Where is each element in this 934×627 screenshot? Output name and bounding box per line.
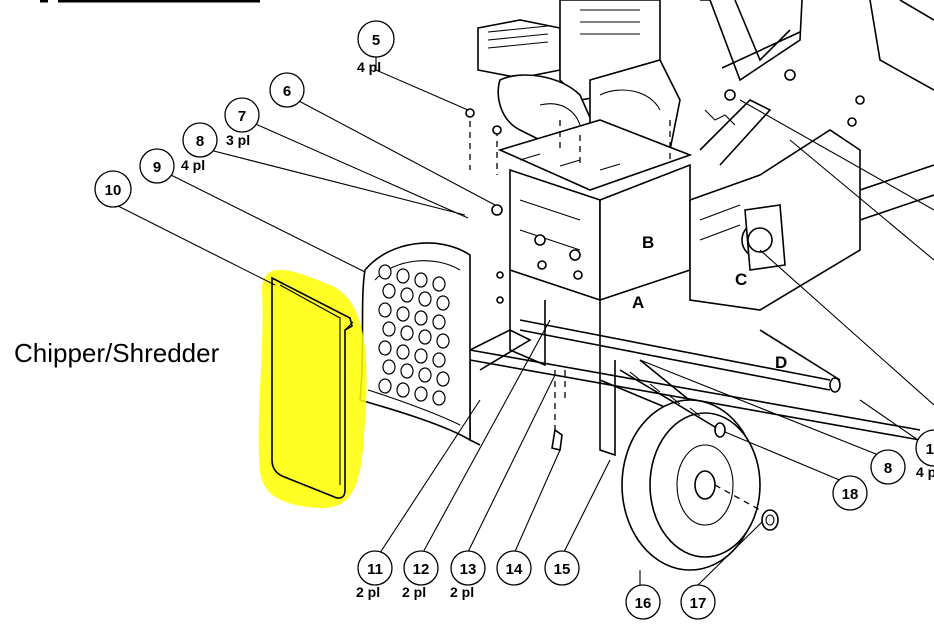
- svg-text:12: 12: [413, 561, 430, 578]
- screen-hole: [396, 306, 410, 322]
- callout-8-left: 8: [182, 122, 218, 158]
- screen-hole: [414, 272, 428, 288]
- screen-hole: [400, 325, 414, 341]
- svg-text:8: 8: [884, 460, 892, 477]
- callout-5-qty: 4 pl: [357, 59, 381, 75]
- screen-hole: [378, 340, 392, 356]
- callout-7-qty: 3 pl: [226, 132, 250, 148]
- callout-19-qty: 4 pl: [916, 464, 934, 480]
- callout-17: 17: [680, 584, 716, 620]
- screen-hole: [432, 352, 446, 368]
- screen-hole: [378, 378, 392, 394]
- callout-19: 19: [915, 429, 934, 467]
- screen-hole: [378, 264, 392, 280]
- svg-text:16: 16: [635, 595, 652, 612]
- callout-12-qty: 2 pl: [402, 584, 426, 600]
- callout-13: 13: [450, 550, 486, 586]
- svg-text:10: 10: [105, 182, 122, 199]
- letter-d: D: [775, 353, 787, 372]
- screen-hole: [382, 283, 396, 299]
- leader-lines-right: [739, 99, 934, 406]
- callout-9: 9: [139, 148, 175, 184]
- screen-grate: [359, 242, 471, 442]
- engine-mount-plate: [465, 108, 693, 191]
- callout-12: 12: [403, 550, 439, 586]
- frame-housing: [491, 163, 691, 457]
- screen-hole: [396, 344, 410, 360]
- svg-text:19: 19: [926, 441, 934, 458]
- callout-8-qty: 4 pl: [181, 157, 205, 173]
- chute-cover: [258, 269, 367, 509]
- callout-11: 11: [357, 550, 393, 586]
- screen-hole: [432, 314, 446, 330]
- callout-15: 15: [544, 550, 580, 586]
- wheel: [621, 399, 761, 571]
- svg-text:8: 8: [196, 133, 204, 150]
- screen-hole: [432, 276, 446, 292]
- bar: [469, 329, 532, 446]
- svg-text:17: 17: [690, 595, 707, 612]
- letter-c: C: [735, 270, 747, 289]
- callout-5: 5: [357, 20, 395, 58]
- axle-bolt: [619, 369, 726, 438]
- callout-10: 10: [94, 170, 132, 208]
- callout-6: 6: [269, 72, 305, 108]
- screen-hole: [382, 321, 396, 337]
- svg-text:11: 11: [367, 561, 383, 578]
- screen-hole: [436, 371, 450, 387]
- letter-b: B: [642, 233, 654, 252]
- screen-hole: [378, 302, 392, 318]
- callout-14: 14: [496, 550, 532, 586]
- screen-hole: [414, 386, 428, 402]
- screen-hole: [436, 295, 450, 311]
- svg-text:9: 9: [153, 159, 161, 176]
- screen-hole: [414, 348, 428, 364]
- hopper: [700, 0, 934, 91]
- svg-text:14: 14: [506, 561, 523, 578]
- callout-7: 7: [224, 97, 260, 133]
- screen-hole: [418, 291, 432, 307]
- screen-holes: [378, 264, 450, 406]
- svg-text:18: 18: [842, 486, 859, 503]
- callout-8-right: 8: [870, 449, 906, 485]
- bearing-housing: [689, 69, 934, 311]
- svg-text:6: 6: [283, 83, 291, 100]
- svg-text:15: 15: [554, 561, 571, 578]
- screen-hole: [382, 359, 396, 375]
- screen-hole: [396, 382, 410, 398]
- screen-hole: [414, 310, 428, 326]
- screen-hole: [400, 287, 414, 303]
- spring-pin: [551, 370, 566, 451]
- screen-hole: [436, 333, 450, 349]
- screen-hole: [396, 268, 410, 284]
- svg-text:5: 5: [372, 32, 380, 49]
- callout-leaders: [115, 57, 919, 586]
- screen-hole: [418, 367, 432, 383]
- svg-text:7: 7: [238, 108, 246, 125]
- callout-13-qty: 2 pl: [450, 584, 474, 600]
- caption-label: Chipper/Shredder: [14, 338, 220, 368]
- screen-hole: [400, 363, 414, 379]
- callout-16: 16: [625, 584, 661, 620]
- callout-18: 18: [832, 475, 868, 511]
- callout-11-qty: 2 pl: [356, 584, 380, 600]
- svg-text:13: 13: [460, 561, 477, 578]
- hub-cap: [761, 509, 779, 531]
- screen-hole: [418, 329, 432, 345]
- screen-hole: [432, 390, 446, 406]
- letter-a: A: [632, 293, 644, 312]
